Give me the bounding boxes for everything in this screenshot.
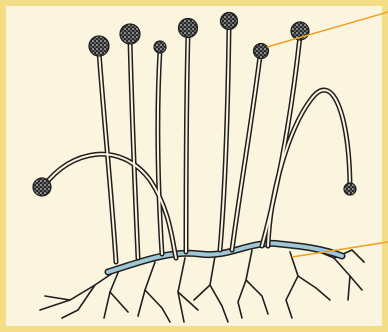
sporangium <box>254 44 269 59</box>
sporangium <box>221 13 238 30</box>
sporangium <box>89 36 109 56</box>
sporangiophores <box>44 26 350 262</box>
rhizoids <box>40 250 364 322</box>
sporangium <box>120 24 140 44</box>
sporangium <box>179 19 198 38</box>
sporangium <box>344 183 356 195</box>
sporangium <box>154 41 166 53</box>
sporangium-pointer <box>267 12 388 47</box>
sporangium <box>33 178 51 196</box>
stolon <box>108 243 342 272</box>
